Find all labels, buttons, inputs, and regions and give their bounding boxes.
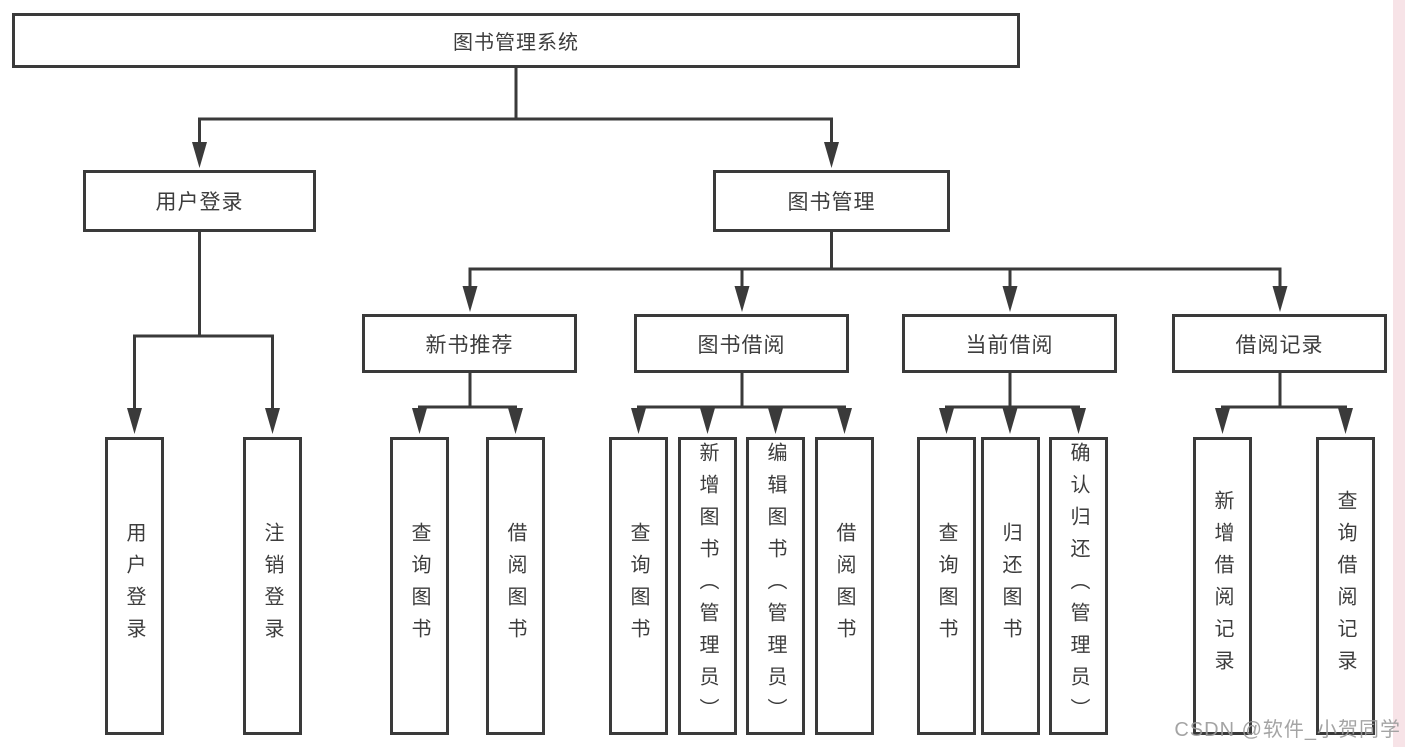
node-user-login-group: 用户登录 <box>83 170 316 232</box>
node-leaf-confirm-return-admin: 确认归还（管理员） <box>1049 437 1108 735</box>
node-borrow-records: 借阅记录 <box>1172 314 1387 373</box>
leaf-label: 借阅图书 <box>833 522 855 650</box>
node-leaf-query-books-2: 查询图书 <box>609 437 668 735</box>
node-leaf-edit-book-admin: 编辑图书（管理员） <box>746 437 805 735</box>
node-leaf-user-login: 用户登录 <box>105 437 164 735</box>
leaf-label: 查询借阅记录 <box>1334 490 1356 682</box>
leaf-label: 借阅图书 <box>504 522 526 650</box>
node-current-borrowing: 当前借阅 <box>902 314 1117 373</box>
leaf-label: 确认归还（管理员） <box>1067 442 1089 730</box>
node-leaf-borrow-books-2: 借阅图书 <box>815 437 874 735</box>
leaf-label: 新增图书（管理员） <box>696 442 718 730</box>
leaf-label: 用户登录 <box>123 522 145 650</box>
node-system-root: 图书管理系统 <box>12 13 1020 68</box>
node-book-borrowing: 图书借阅 <box>634 314 849 373</box>
node-leaf-return-books: 归还图书 <box>981 437 1040 735</box>
leaf-label: 查询图书 <box>627 522 649 650</box>
leaf-label: 归还图书 <box>999 522 1021 650</box>
node-leaf-logout: 注销登录 <box>243 437 302 735</box>
node-leaf-query-books-3: 查询图书 <box>917 437 976 735</box>
leaf-label: 编辑图书（管理员） <box>764 442 786 730</box>
node-leaf-borrow-books-1: 借阅图书 <box>486 437 545 735</box>
leaf-label: 查询图书 <box>408 522 430 650</box>
leaf-label: 查询图书 <box>935 522 957 650</box>
right-edge-strip <box>1393 0 1405 747</box>
node-book-management: 图书管理 <box>713 170 950 232</box>
node-leaf-add-borrow-record: 新增借阅记录 <box>1193 437 1252 735</box>
node-new-book-recommend: 新书推荐 <box>362 314 577 373</box>
node-leaf-query-books-1: 查询图书 <box>390 437 449 735</box>
leaf-label: 新增借阅记录 <box>1211 490 1233 682</box>
node-leaf-add-book-admin: 新增图书（管理员） <box>678 437 737 735</box>
leaf-label: 注销登录 <box>261 522 283 650</box>
node-leaf-query-borrow-record: 查询借阅记录 <box>1316 437 1375 735</box>
